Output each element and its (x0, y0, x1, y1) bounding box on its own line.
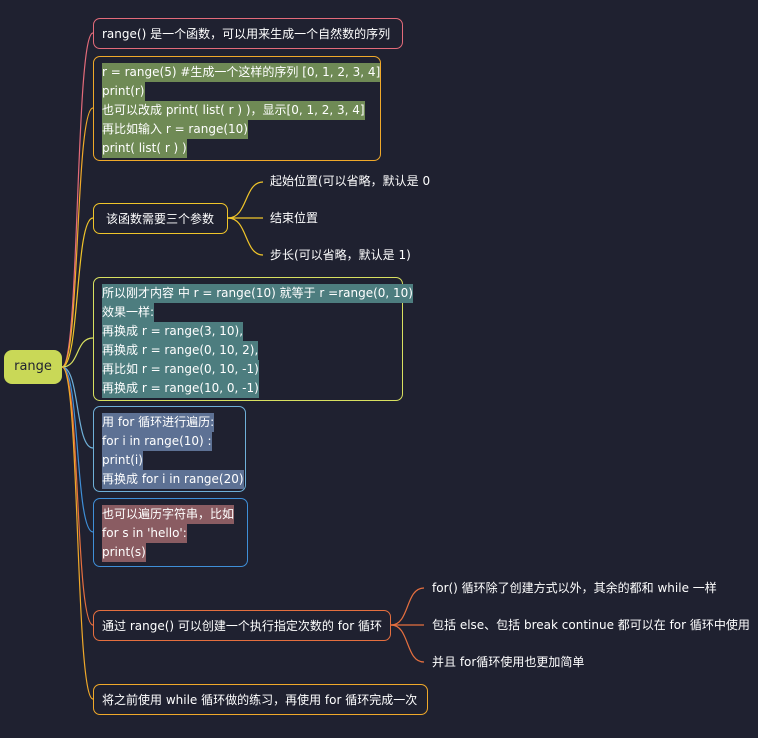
connector-loops-3 (390, 624, 425, 663)
connector-param-start (227, 181, 264, 219)
node-for-loop-code[interactable]: 用 for 循环进行遍历: for i in range(10) : print… (93, 406, 246, 492)
node-intro-text: range() 是一个函数，可以用来生成一个自然数的序列 (102, 27, 391, 41)
node-loops[interactable]: 通过 range() 可以创建一个执行指定次数的 for 循环 (93, 610, 391, 641)
node-example-code[interactable]: r = range(5) #生成一个这样的序列 [0, 1, 2, 3, 4] … (93, 56, 381, 161)
connector-intro (61, 32, 94, 368)
node-practice-text: 将之前使用 while 循环做的练习，再使用 for 循环完成一次 (102, 693, 418, 707)
connector-equivalent (61, 337, 94, 368)
connector-param-step (227, 217, 264, 256)
node-params-text: 该函数需要三个参数 (106, 212, 215, 226)
loops-note-3[interactable]: 并且 for循环使用也更加简单 (432, 655, 585, 669)
node-params[interactable]: 该函数需要三个参数 (93, 203, 228, 234)
example-highlight: r = range(5) #生成一个这样的序列 [0, 1, 2, 3, 4] … (102, 63, 381, 158)
strings-line-1: 也可以遍历字符串，比如 (102, 505, 239, 524)
equivalent-line-1: 所以刚才内容 中 r = range(10) 就等于 r =range(0, 1… (102, 284, 413, 303)
connector-strings (61, 366, 94, 533)
connector-loops (61, 366, 94, 626)
example-line-5: print( list( r ) ) (102, 139, 372, 158)
node-intro[interactable]: range() 是一个函数，可以用来生成一个自然数的序列 (93, 18, 403, 49)
equivalent-line-4: 再换成 r = range(0, 10, 2), (102, 341, 394, 360)
forloop-line-1: 用 for 循环进行遍历: (102, 413, 237, 432)
connector-loops-1 (390, 587, 425, 626)
equivalent-line-5: 再比如 r = range(0, 10, -1) (102, 360, 394, 379)
node-practice[interactable]: 将之前使用 while 循环做的练习，再使用 for 循环完成一次 (93, 684, 428, 715)
connector-forloop (61, 366, 94, 449)
strings-line-3: print(s) (102, 543, 239, 562)
example-line-1: r = range(5) #生成一个这样的序列 [0, 1, 2, 3, 4] (102, 63, 381, 82)
equivalent-line-6: 再换成 r = range(10, 0, -1) (102, 379, 394, 398)
equivalent-line-2: 效果一样: (102, 303, 394, 322)
example-line-2: print(r) (102, 82, 372, 101)
root-node-range[interactable]: range (4, 350, 62, 384)
node-loops-text: 通过 range() 可以创建一个执行指定次数的 for 循环 (102, 619, 383, 633)
node-strings-code[interactable]: 也可以遍历字符串，比如 for s in 'hello': print(s) (93, 498, 248, 567)
forloop-line-3: print(i) (102, 451, 237, 470)
param-start[interactable]: 起始位置(可以省略，默认是 0 (270, 174, 431, 188)
forloop-line-4: 再换成 for i in range(20) (102, 470, 244, 489)
strings-line-2: for s in 'hello': (102, 524, 239, 543)
loops-note-2[interactable]: 包括 else、包括 break continue 都可以在 for 循环中使用 (432, 618, 750, 632)
connector-params (61, 217, 94, 368)
param-step[interactable]: 步长(可以省略，默认是 1) (270, 248, 411, 262)
param-end[interactable]: 结束位置 (270, 211, 319, 225)
loops-note-1[interactable]: for() 循环除了创建方式以外，其余的都和 while 一样 (432, 581, 717, 595)
example-line-3: 也可以改成 print( list( r ) )，显示[0, 1, 2, 3, … (102, 101, 372, 120)
example-line-4: 再比如输入 r = range(10) (102, 120, 372, 139)
forloop-line-2: for i in range(10) : (102, 432, 237, 451)
connector-example (61, 107, 94, 368)
equivalent-line-3: 再换成 r = range(3, 10), (102, 322, 394, 341)
connector-practice (61, 366, 94, 700)
node-equivalent-code[interactable]: 所以刚才内容 中 r = range(10) 就等于 r =range(0, 1… (93, 277, 413, 401)
